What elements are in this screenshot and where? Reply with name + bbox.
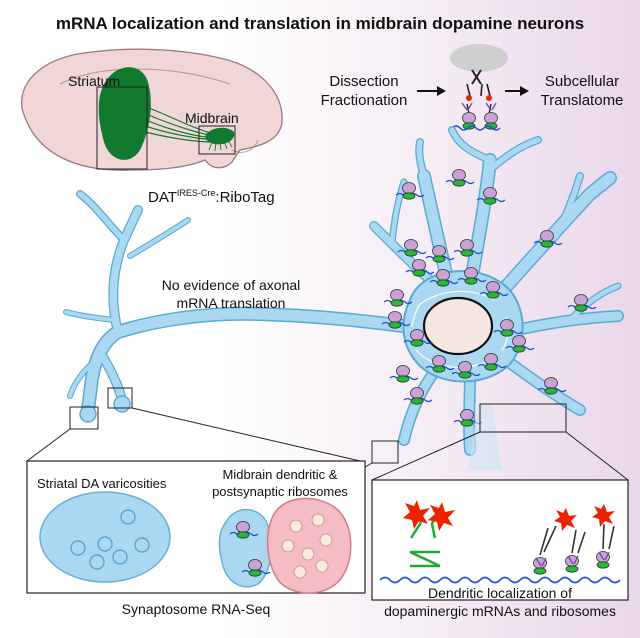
axon-bouton xyxy=(113,395,131,413)
midbrain-label: Midbrain xyxy=(185,110,239,126)
axon-note: No evidence of axonal mRNA translation xyxy=(146,276,316,312)
axon-note-line1: No evidence of axonal xyxy=(161,277,301,293)
dissection-text: Dissection xyxy=(329,73,399,90)
mouse-line-label: DATIRES-Cre:RiboTag xyxy=(148,188,275,206)
postsynaptic-vesicles xyxy=(281,513,333,579)
ribosome-ip-complex xyxy=(533,504,615,575)
midbrain-region xyxy=(205,127,235,145)
mouse-line-prefix: DAT xyxy=(148,189,177,206)
dendritic-caption-line1: Dendritic localization of xyxy=(428,585,572,601)
midbrain-dendritic-label: Midbrain dendritic & postsynaptic riboso… xyxy=(200,466,360,500)
dendritic-localization-caption: Dendritic localization of dopaminergic m… xyxy=(372,584,628,620)
subcellular-translatome-label: Subcellular Translatome xyxy=(530,72,634,110)
axon-bouton xyxy=(79,405,97,423)
dendrite-fade xyxy=(468,404,502,470)
dendritic-localization-panel xyxy=(371,479,629,601)
fractionation-text: Fractionation xyxy=(320,92,408,109)
dissection-fractionation-label: Dissection Fractionation xyxy=(312,72,416,110)
workflow-arrows xyxy=(417,86,529,96)
brain-sagittal-section xyxy=(21,48,283,171)
midbrain-dendritic-line2: postsynaptic ribosomes xyxy=(212,484,348,499)
mouse-line-suffix: :RiboTag xyxy=(215,189,275,206)
figure-title: mRNA localization and translation in mid… xyxy=(55,14,585,33)
midbrain-dendritic-line1: Midbrain dendritic & xyxy=(222,467,338,482)
immunoprecipitation-icon xyxy=(450,44,508,131)
mrna-strand xyxy=(379,576,621,584)
dendritic-compartment xyxy=(218,508,272,588)
subcellular-text: Subcellular xyxy=(544,73,620,90)
synaptosome-caption: Synaptosome RNA-Seq xyxy=(121,601,271,617)
dopamine-neuron xyxy=(63,126,624,456)
striatum-box xyxy=(96,86,148,170)
nucleus xyxy=(422,296,494,356)
axon-note-line2: mRNA translation xyxy=(176,295,286,311)
midbrain-box xyxy=(198,125,236,155)
synaptic-vesicles xyxy=(70,509,150,570)
translatome-text: Translatome xyxy=(540,92,624,109)
striatum-region xyxy=(98,67,151,160)
synaptosome-panel xyxy=(26,460,366,594)
dendritic-caption-line2: dopaminergic mRNAs and ribosomes xyxy=(384,603,616,619)
tagged-antibodies xyxy=(403,500,455,568)
striatal-varicosities-label: Striatal DA varicosities xyxy=(37,476,167,491)
striatum-label: Striatum xyxy=(68,73,121,89)
mouse-line-superscript: IRES-Cre xyxy=(176,188,216,198)
postsynaptic-compartment xyxy=(266,497,352,594)
